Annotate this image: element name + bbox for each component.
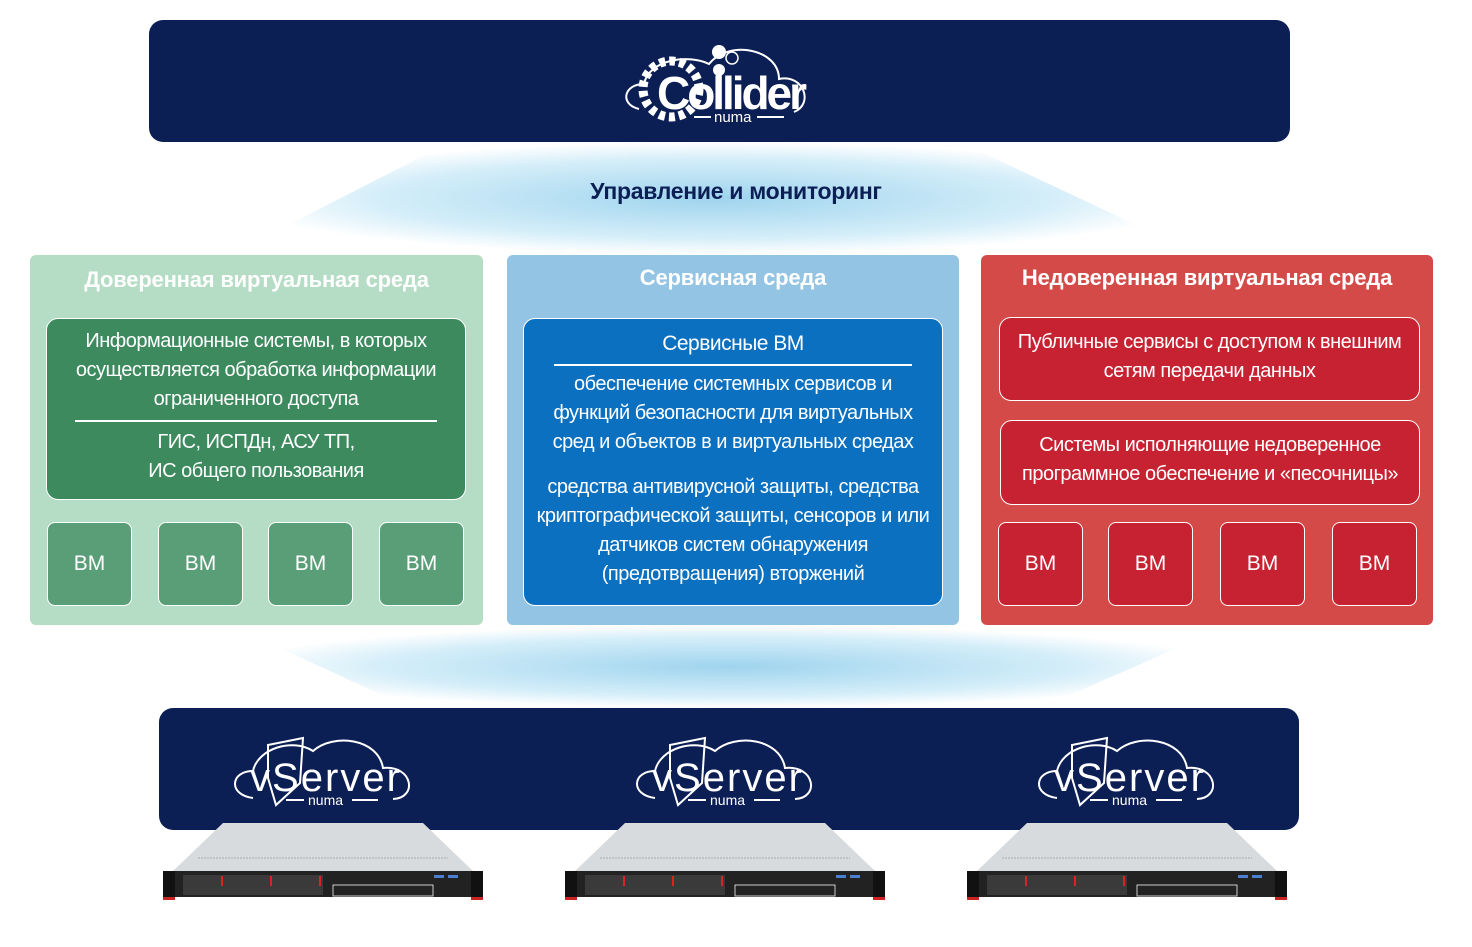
trusted-examples-1: ГИС, ИСПДн, АСУ ТП, <box>157 430 355 453</box>
hypervisor-bar <box>159 708 1299 830</box>
vm-box: ВМ <box>1220 522 1305 606</box>
vserver-logo: vServer numa <box>1038 736 1214 808</box>
service-panel: Сервисная среда Сервисные ВМ обеспечение… <box>507 255 959 625</box>
vm-box: ВМ <box>47 522 132 606</box>
untrusted-software-box: Системы исполняющие недоверенное програм… <box>1000 420 1420 505</box>
server-image <box>967 823 1287 900</box>
server-image <box>163 823 483 900</box>
public-services-box: Публичные сервисы с доступом к внешним с… <box>999 317 1420 401</box>
service-vm-box: Сервисные ВМ обеспечение системных серви… <box>523 318 943 606</box>
divider <box>554 364 912 366</box>
trusted-info-text: Информационные системы, в которых осущес… <box>75 330 437 410</box>
vm-box: ВМ <box>1332 522 1417 606</box>
management-bar: Collider numa <box>149 20 1290 142</box>
vm-box: ВМ <box>268 522 353 606</box>
svg-text:numa: numa <box>710 792 745 808</box>
vm-box: ВМ <box>379 522 464 606</box>
svg-text:vServer: vServer <box>1054 756 1204 800</box>
vm-box: ВМ <box>1108 522 1193 606</box>
svg-text:numa: numa <box>714 109 752 126</box>
svg-text:vServer: vServer <box>250 756 400 800</box>
svg-text:numa: numa <box>308 792 343 808</box>
service-text-2: средства антивирусной защиты, средства к… <box>536 475 930 585</box>
service-text-1: обеспечение системных сервисов и функций… <box>552 372 914 453</box>
management-title: Управление и мониторинг <box>590 178 882 204</box>
collider-logo: Collider numa <box>625 45 807 126</box>
vserver-logo: vServer numa <box>636 736 812 808</box>
trusted-examples-2: ИС общего пользования <box>148 459 364 482</box>
vm-box: ВМ <box>998 522 1083 606</box>
trusted-info-box: Информационные системы, в которых осущес… <box>46 318 466 500</box>
untrusted-panel: Недоверенная виртуальная среда Публичные… <box>981 255 1433 625</box>
trusted-title: Доверенная виртуальная среда <box>84 267 429 292</box>
service-title: Сервисная среда <box>639 265 827 290</box>
trusted-panel: Доверенная виртуальная среда Информацион… <box>30 255 483 625</box>
vm-box: ВМ <box>158 522 243 606</box>
svg-text:vServer: vServer <box>652 756 802 800</box>
service-vm-title: Сервисные ВМ <box>662 332 804 355</box>
svg-text:numa: numa <box>1112 792 1147 808</box>
divider <box>75 420 437 422</box>
untrusted-title: Недоверенная виртуальная среда <box>1021 265 1393 290</box>
server-image <box>565 823 885 900</box>
vserver-logo: vServer numa <box>234 736 410 808</box>
svg-text:Collider: Collider <box>657 67 807 119</box>
